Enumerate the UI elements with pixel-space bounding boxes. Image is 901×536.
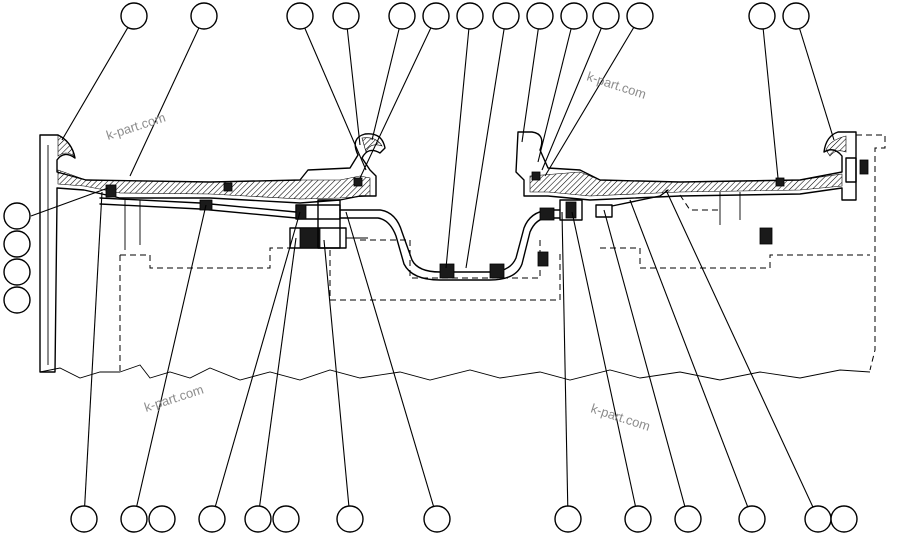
callout-circle [244,505,272,533]
callout-circle [388,2,416,30]
callout-circle [148,505,176,533]
callout-circle [120,505,148,533]
watermark-text: k-part.com [589,401,652,434]
callout-circle [423,505,451,533]
callout-circle [198,505,226,533]
callout-circle [830,505,858,533]
callout-circle [3,202,31,230]
callout-circle [554,505,582,533]
hub-center [289,199,613,249]
callout-circle [190,2,218,30]
watermark-text: k-part.com [104,110,167,143]
callout-circle [560,2,588,30]
watermark-text: k-part.com [585,69,648,102]
callout-circle [624,505,652,533]
callout-circle [3,230,31,258]
callout-circle [748,2,776,30]
callout-circle [526,2,554,30]
watermarks: k-part.com k-part.com k-part.com k-part.… [104,69,652,434]
right-wheel-rim [515,131,886,371]
callout-circle [3,258,31,286]
callout-circle [422,2,450,30]
callout-circle [286,2,314,30]
leader-lines [30,16,835,519]
callout-circle [674,505,702,533]
left-wheel-rim [39,133,386,373]
callout-circle [492,2,520,30]
callout-circle [272,505,300,533]
callout-circle [120,2,148,30]
callout-circle [626,2,654,30]
callout-circle [738,505,766,533]
callout-circle [3,286,31,314]
callout-circle [456,2,484,30]
callout-circle [70,505,98,533]
axle-housing-outline [39,192,871,381]
callout-circle [336,505,364,533]
callout-circles [3,2,858,533]
watermark-text: k-part.com [142,382,205,415]
callout-circle [782,2,810,30]
callout-circle [804,505,832,533]
inflation-tube [99,159,869,281]
callout-circle [592,2,620,30]
callout-circle [332,2,360,30]
